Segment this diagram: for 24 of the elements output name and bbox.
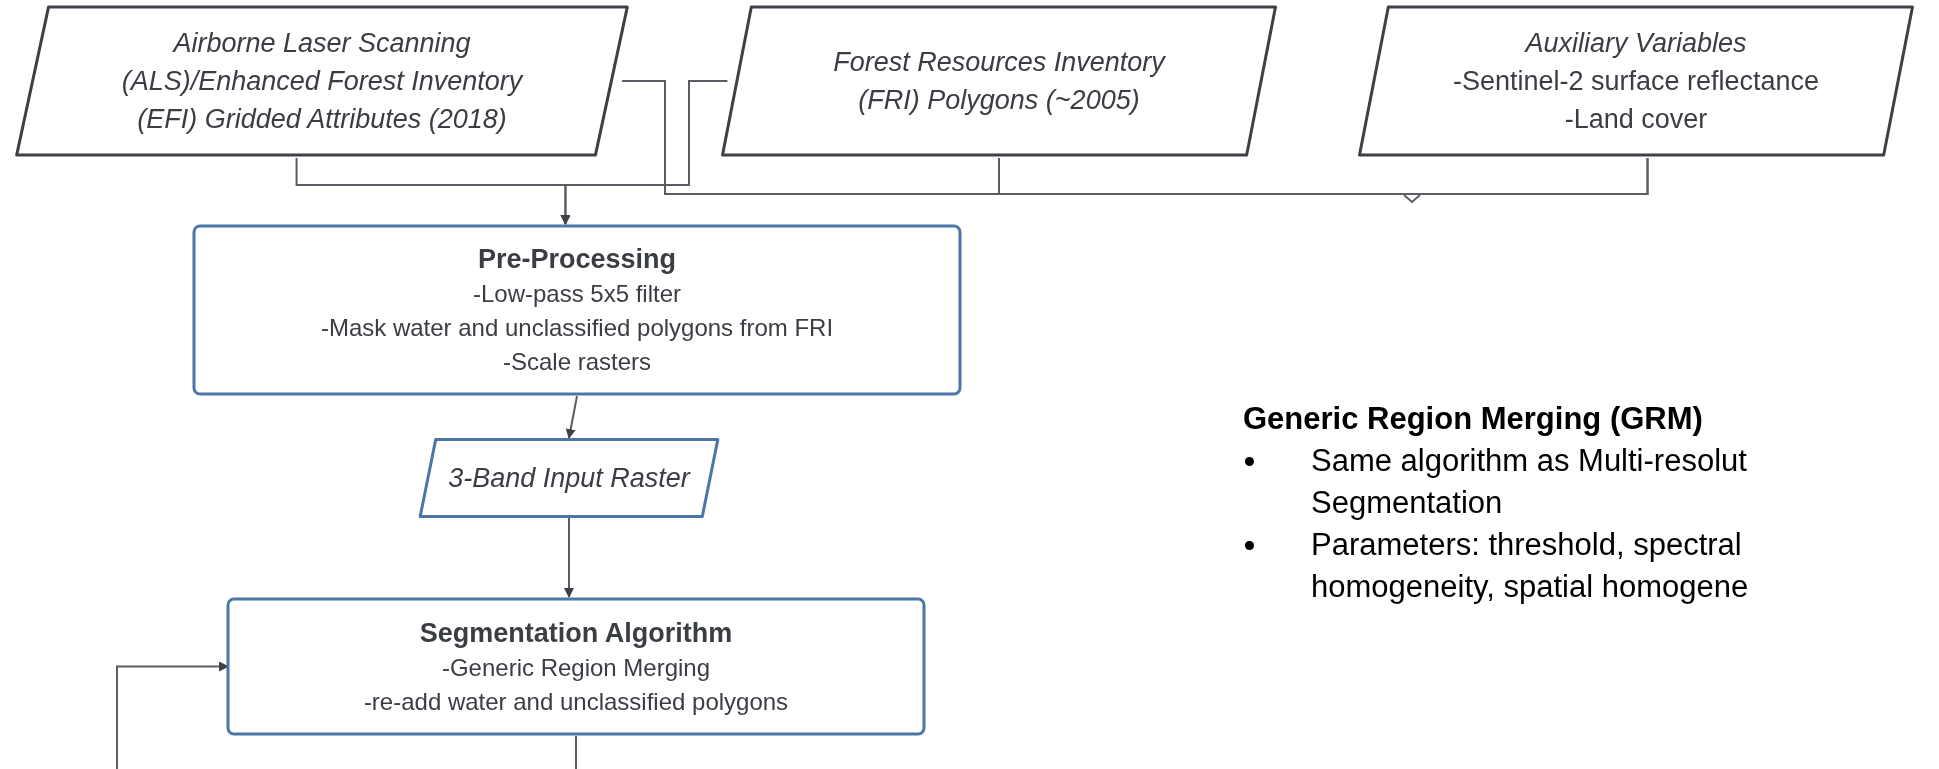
bullet-text: Parameters: threshold, spectral homogeneity, spatial homogene [1311, 526, 1750, 606]
box-text: -Generic Region Merging [441, 652, 711, 683]
box-text: -Sentinel-2 surface reflectance [1452, 65, 1820, 98]
box-text: -Low-pass 5x5 filter [472, 279, 682, 309]
box-text: -Land cover [1564, 103, 1708, 136]
process-box [226, 597, 926, 736]
box-title: Segmentation Algorithm [419, 616, 733, 650]
arrow [116, 661, 229, 769]
box-text: -re-add water and unclassified polygons [363, 686, 789, 717]
box-text: 3-Band Input Raster [448, 462, 690, 495]
box-title: Pre-Processing [477, 243, 677, 276]
box-heading: Auxiliary Variables [1525, 27, 1747, 60]
connector-line [998, 157, 1649, 195]
box-text: Airborne Laser Scanning (ALS)/Enhanced Forest Inventory (EFI) Gridded Attributes (2018) [120, 27, 525, 136]
arrow [565, 395, 578, 439]
box-text: -Scale rasters [502, 347, 651, 377]
connector-line [575, 735, 577, 769]
box-text: Forest Resources Inventory (FRI) Polygons (~2005) [832, 46, 1167, 117]
section-heading: Generic Region Merging (GRM) [1243, 400, 1704, 438]
bullet-text: Same algorithm as Multi-resolut Segmentation [1311, 442, 1748, 522]
process-box [192, 224, 962, 396]
arrow [564, 517, 574, 598]
arrow [560, 80, 729, 225]
box-text: -Mask water and unclassified polygons from FRI [320, 313, 834, 343]
